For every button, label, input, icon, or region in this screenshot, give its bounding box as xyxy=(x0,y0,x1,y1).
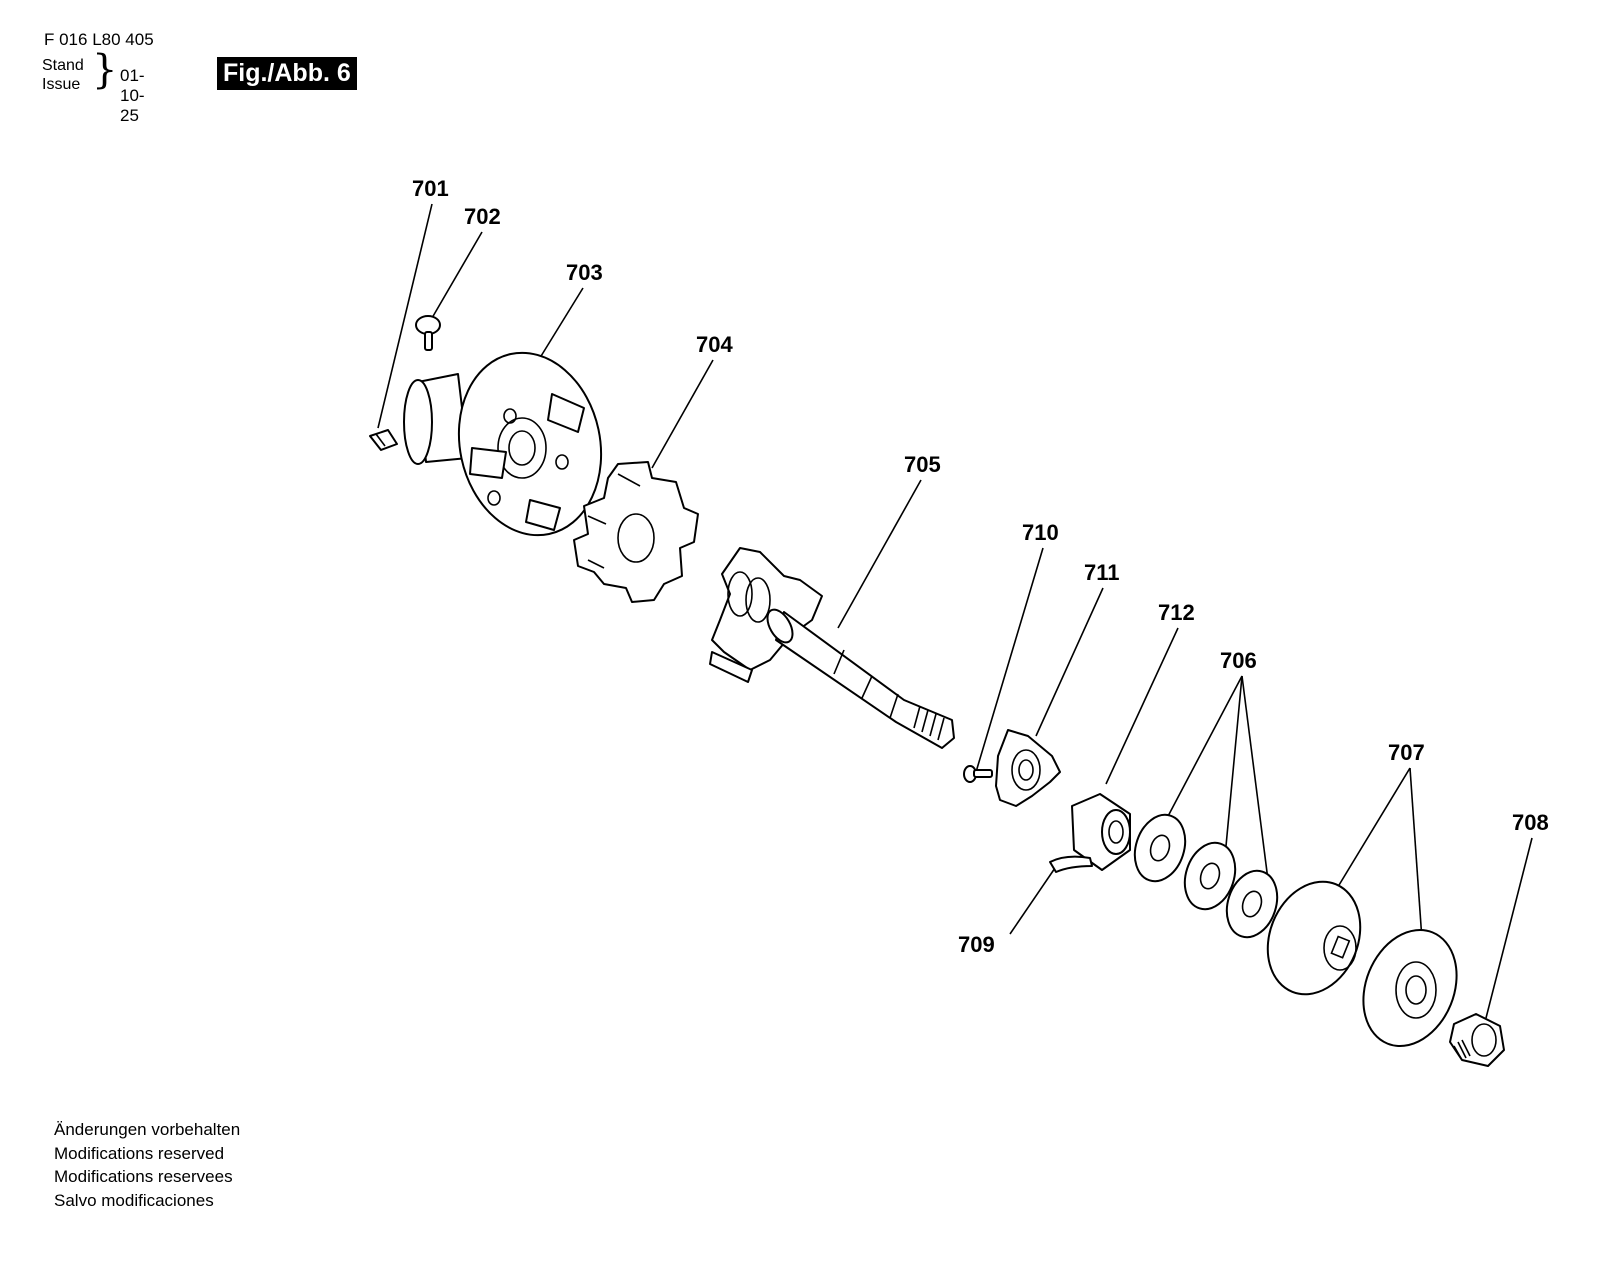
leader-704 xyxy=(651,359,714,469)
leader-709 xyxy=(1009,867,1056,935)
callout-712: 712 xyxy=(1158,600,1195,625)
callout-704: 704 xyxy=(696,332,733,357)
part-704-damper-star xyxy=(573,461,699,603)
callout-705: 705 xyxy=(904,452,941,477)
part-707-flange-2 xyxy=(1362,928,1458,1048)
callout-707: 707 xyxy=(1388,740,1425,765)
part-701-key xyxy=(369,429,398,451)
callout-709: 709 xyxy=(958,932,995,957)
leader-706-b xyxy=(1225,675,1243,847)
callout-710: 710 xyxy=(1022,520,1059,545)
leader-705 xyxy=(837,479,922,629)
leader-702 xyxy=(431,231,483,319)
part-706-washer-3 xyxy=(1225,869,1279,939)
part-712-bearing xyxy=(1071,793,1131,871)
note-english: Modifications reserved xyxy=(54,1143,225,1163)
document-number: F 016 L80 405 xyxy=(44,30,154,49)
callout-703: 703 xyxy=(566,260,603,285)
callout-702: 702 xyxy=(464,204,501,229)
leader-710 xyxy=(975,547,1044,773)
note-german: Änderungen vorbehalten xyxy=(54,1120,241,1139)
part-707-flange-1 xyxy=(1266,880,1362,996)
part-705-spindle xyxy=(709,547,955,749)
figure-label: Fig./Abb. 6 xyxy=(217,57,357,90)
callout-708: 708 xyxy=(1512,810,1549,835)
leader-lines xyxy=(377,203,1533,1019)
leader-711 xyxy=(1035,587,1104,737)
modification-notes: Änderungen vorbehalten Modifications res… xyxy=(54,1118,240,1212)
note-french: Modifications reservees xyxy=(54,1167,233,1186)
leader-706-a xyxy=(1165,675,1243,821)
issue-label: Issue xyxy=(42,76,81,93)
callout-labels: 701 702 703 704 705 710 711 712 706 707 … xyxy=(412,176,1549,957)
leader-712 xyxy=(1105,627,1179,785)
part-703-flange-carrier xyxy=(403,351,603,537)
callout-701: 701 xyxy=(412,176,449,201)
stand-issue-labels: Stand Issue xyxy=(42,56,84,94)
brace-glyph: } xyxy=(92,47,118,93)
part-708-nut xyxy=(1449,1013,1505,1067)
part-710-screw xyxy=(963,765,993,783)
leader-701 xyxy=(377,203,433,429)
callout-706: 706 xyxy=(1220,648,1257,673)
leader-707-a xyxy=(1335,767,1411,891)
part-706-washer-1 xyxy=(1133,813,1187,883)
note-spanish: Salvo modificaciones xyxy=(54,1190,214,1210)
leader-707-b xyxy=(1409,767,1423,941)
issue-date: 01-10-25 xyxy=(120,66,145,125)
callout-711: 711 xyxy=(1084,560,1120,585)
part-702-screw xyxy=(415,315,441,351)
stand-label: Stand xyxy=(42,57,84,74)
leader-706-c xyxy=(1241,675,1269,881)
part-709-key xyxy=(1049,855,1093,873)
leader-708 xyxy=(1485,837,1533,1019)
part-706-washer-2 xyxy=(1183,841,1237,911)
part-711-bearing-plate xyxy=(995,729,1061,807)
